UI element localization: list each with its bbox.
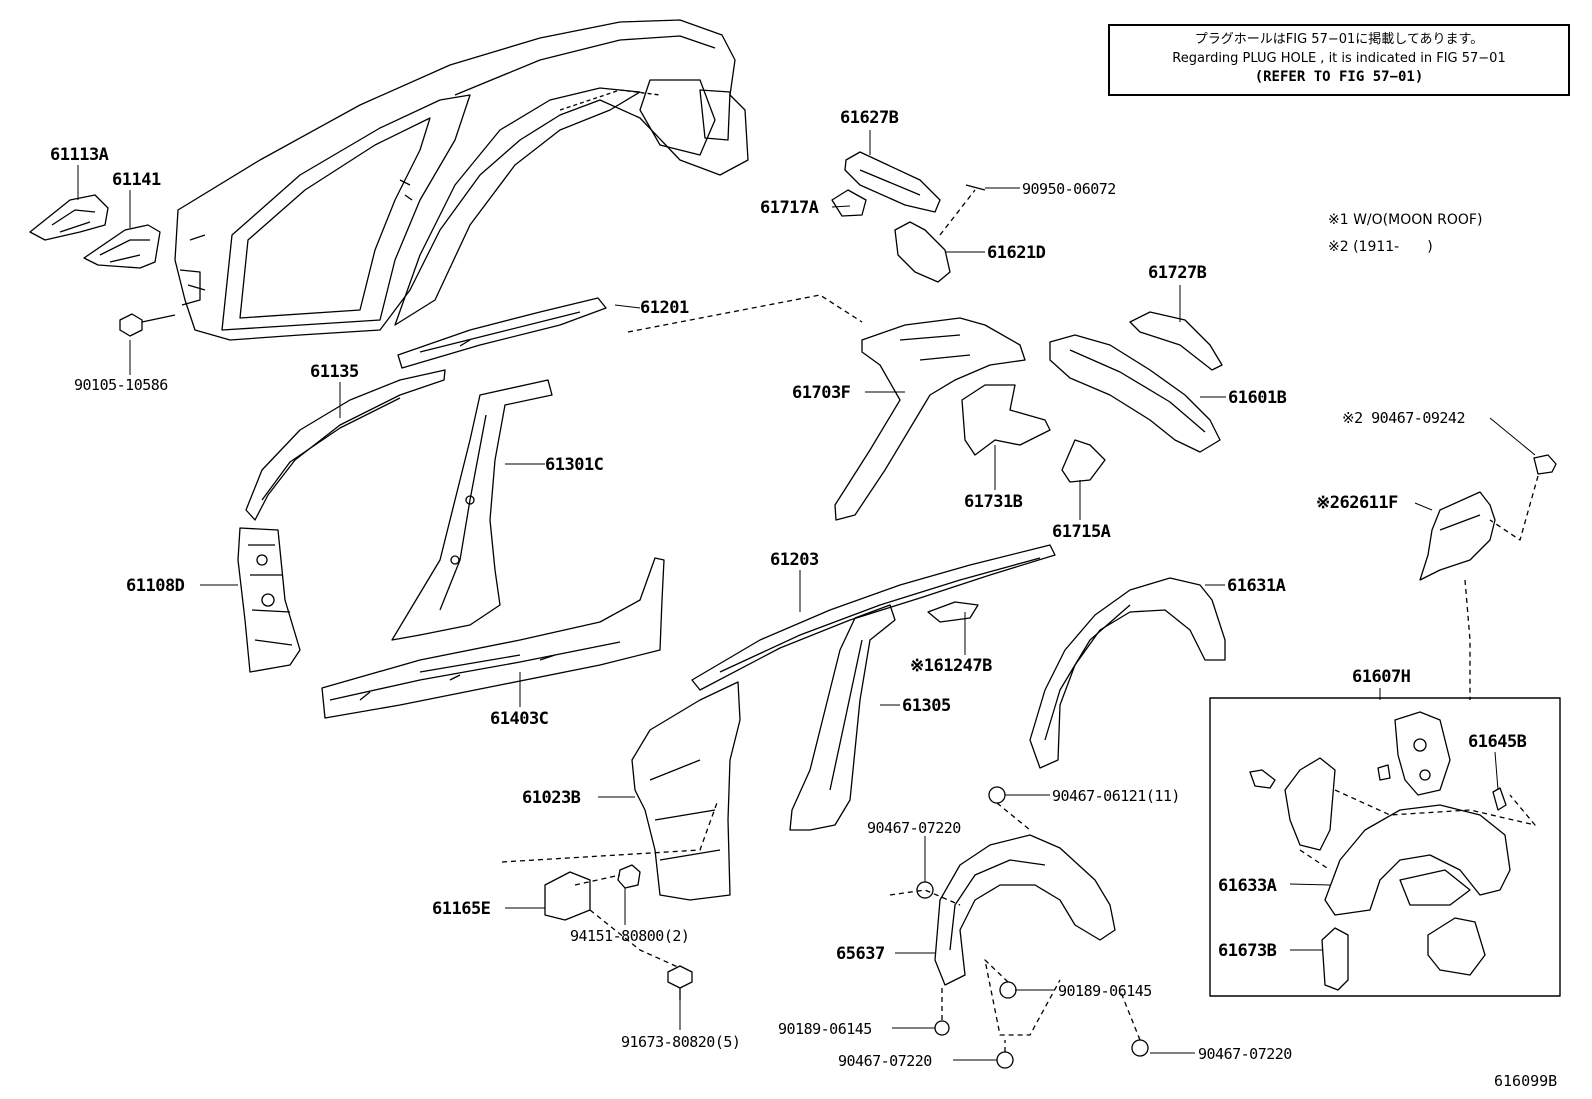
- part-61607h-inner: [1394, 711, 1451, 796]
- part-61301c-center-pillar: [391, 379, 553, 641]
- figure-code: 616099B: [1494, 1072, 1558, 1090]
- leader-62611-down: [1464, 579, 1471, 700]
- part-label: 91673-80820(5): [621, 1033, 741, 1051]
- bolt-90105-10586: [119, 313, 176, 337]
- part-label: ※2 90467-09242: [1342, 409, 1465, 427]
- small-clip-61607: [1249, 764, 1391, 789]
- clip-90467-06121: [988, 786, 1006, 804]
- part-61703f: [834, 317, 1026, 521]
- part-61023b: [631, 681, 741, 901]
- clip-90467-09242: [1533, 454, 1557, 475]
- part-label: 65637: [836, 944, 885, 964]
- bolt-91673-80820: [667, 965, 693, 1000]
- part-label: 90950-06072: [1022, 180, 1116, 198]
- clip-90467-07220-b: [996, 1051, 1014, 1069]
- part-label: 61715A: [1052, 522, 1111, 542]
- leader-61201-link: [627, 294, 863, 333]
- body-side-outer-panel: [174, 19, 749, 341]
- part-61113a-bracket: [29, 194, 109, 241]
- part-61717a: [831, 189, 867, 217]
- part-61601b: [1049, 334, 1221, 453]
- part-label: 61108D: [126, 576, 185, 596]
- leader-62611: [1489, 475, 1539, 541]
- part-61607h-lower: [1427, 917, 1486, 976]
- part-label: 61601B: [1228, 388, 1287, 408]
- part-label: 61141: [112, 170, 161, 190]
- part-label: ※262611F: [1316, 493, 1398, 513]
- part-label: 61203: [770, 550, 819, 570]
- part-61727b: [1129, 311, 1223, 371]
- plug-hole-note: プラグホールはFIG 57−01に掲載してあります。 Regarding PLU…: [1108, 24, 1570, 96]
- part-61135-pillar-upper: [245, 369, 446, 521]
- part-label: 94151-80800(2): [570, 927, 690, 945]
- part-label: 90467-07220: [838, 1052, 932, 1070]
- part-label: 61403C: [490, 709, 549, 729]
- part-61165e: [544, 871, 591, 921]
- part-label: 61201: [640, 298, 689, 318]
- part-label: 90105-10586: [74, 376, 168, 394]
- clip-90189-06145-a: [999, 981, 1017, 999]
- part-label: 90189-06145: [778, 1020, 872, 1038]
- part-label: 61673B: [1218, 941, 1277, 961]
- group-box-61607h: [1209, 697, 1561, 997]
- part-label: 61645B: [1468, 732, 1527, 752]
- part-61141-bracket: [83, 224, 161, 269]
- leader-90950: [939, 189, 976, 236]
- part-61645b: [1492, 787, 1507, 811]
- part-61607h-side: [1284, 757, 1336, 851]
- part-61203: [691, 544, 1056, 691]
- part-61627b: [844, 151, 941, 213]
- part-61731b: [961, 384, 1051, 456]
- leader-liner-clips: [889, 802, 1141, 1052]
- clip-90467-07220-c: [1131, 1039, 1149, 1057]
- part-61108d-front-pillar-lower: [237, 527, 301, 673]
- clip-90467-07220: [916, 881, 934, 899]
- part-61631a: [1029, 577, 1226, 769]
- part-62611f: [1419, 491, 1496, 581]
- part-label: 61731B: [964, 492, 1023, 512]
- part-label: ※161247B: [910, 656, 992, 676]
- part-label: 61113A: [50, 145, 109, 165]
- part-label: 61633A: [1218, 876, 1277, 896]
- part-61673b: [1321, 927, 1349, 991]
- part-label: 90467-06121(11): [1052, 787, 1180, 805]
- part-61633a: [1324, 804, 1511, 916]
- note-line-1: プラグホールはFIG 57−01に掲載してあります。: [1194, 32, 1484, 47]
- part-61201-roof-rail: [397, 297, 607, 369]
- grommet-90950-06072: [965, 184, 986, 191]
- leader-61607-group: [1299, 789, 1536, 871]
- nut-94151-80800: [617, 864, 641, 889]
- part-61715a: [1061, 439, 1106, 483]
- part-61621d: [894, 221, 951, 283]
- part-label: 90467-07220: [1198, 1045, 1292, 1063]
- part-label: 61607H: [1352, 667, 1411, 687]
- part-label: 61717A: [760, 198, 819, 218]
- part-label: 61301C: [545, 455, 604, 475]
- clip-90189-06145-b: [934, 1020, 950, 1036]
- part-label: 61165E: [432, 899, 491, 919]
- part-label: 61727B: [1148, 263, 1207, 283]
- part-65637-fender-liner: [934, 834, 1116, 986]
- legend-item-1: ※1 W/O(MOON ROOF): [1328, 212, 1483, 228]
- leader-lines: [77, 130, 1536, 1061]
- part-label: 61135: [310, 362, 359, 382]
- part-label: 61703F: [792, 383, 851, 403]
- part-61247b: [927, 601, 979, 623]
- part-label: 61305: [902, 696, 951, 716]
- part-61403c-rocker: [321, 557, 665, 719]
- part-label: 90467-07220: [867, 819, 961, 837]
- note-line-2: Regarding PLUG HOLE , it is indicated in…: [1172, 51, 1506, 66]
- part-label: 90189-06145: [1058, 982, 1152, 1000]
- part-61305: [789, 604, 896, 831]
- legend-item-2: ※2 (1911- ): [1328, 239, 1433, 255]
- part-label: 61023B: [522, 788, 581, 808]
- part-label: 61621D: [987, 243, 1046, 263]
- part-label: 61631A: [1227, 576, 1286, 596]
- part-label: 61627B: [840, 108, 899, 128]
- note-line-3: (REFER TO FIG 57−01): [1254, 69, 1424, 85]
- leader-61023-group: [501, 799, 719, 969]
